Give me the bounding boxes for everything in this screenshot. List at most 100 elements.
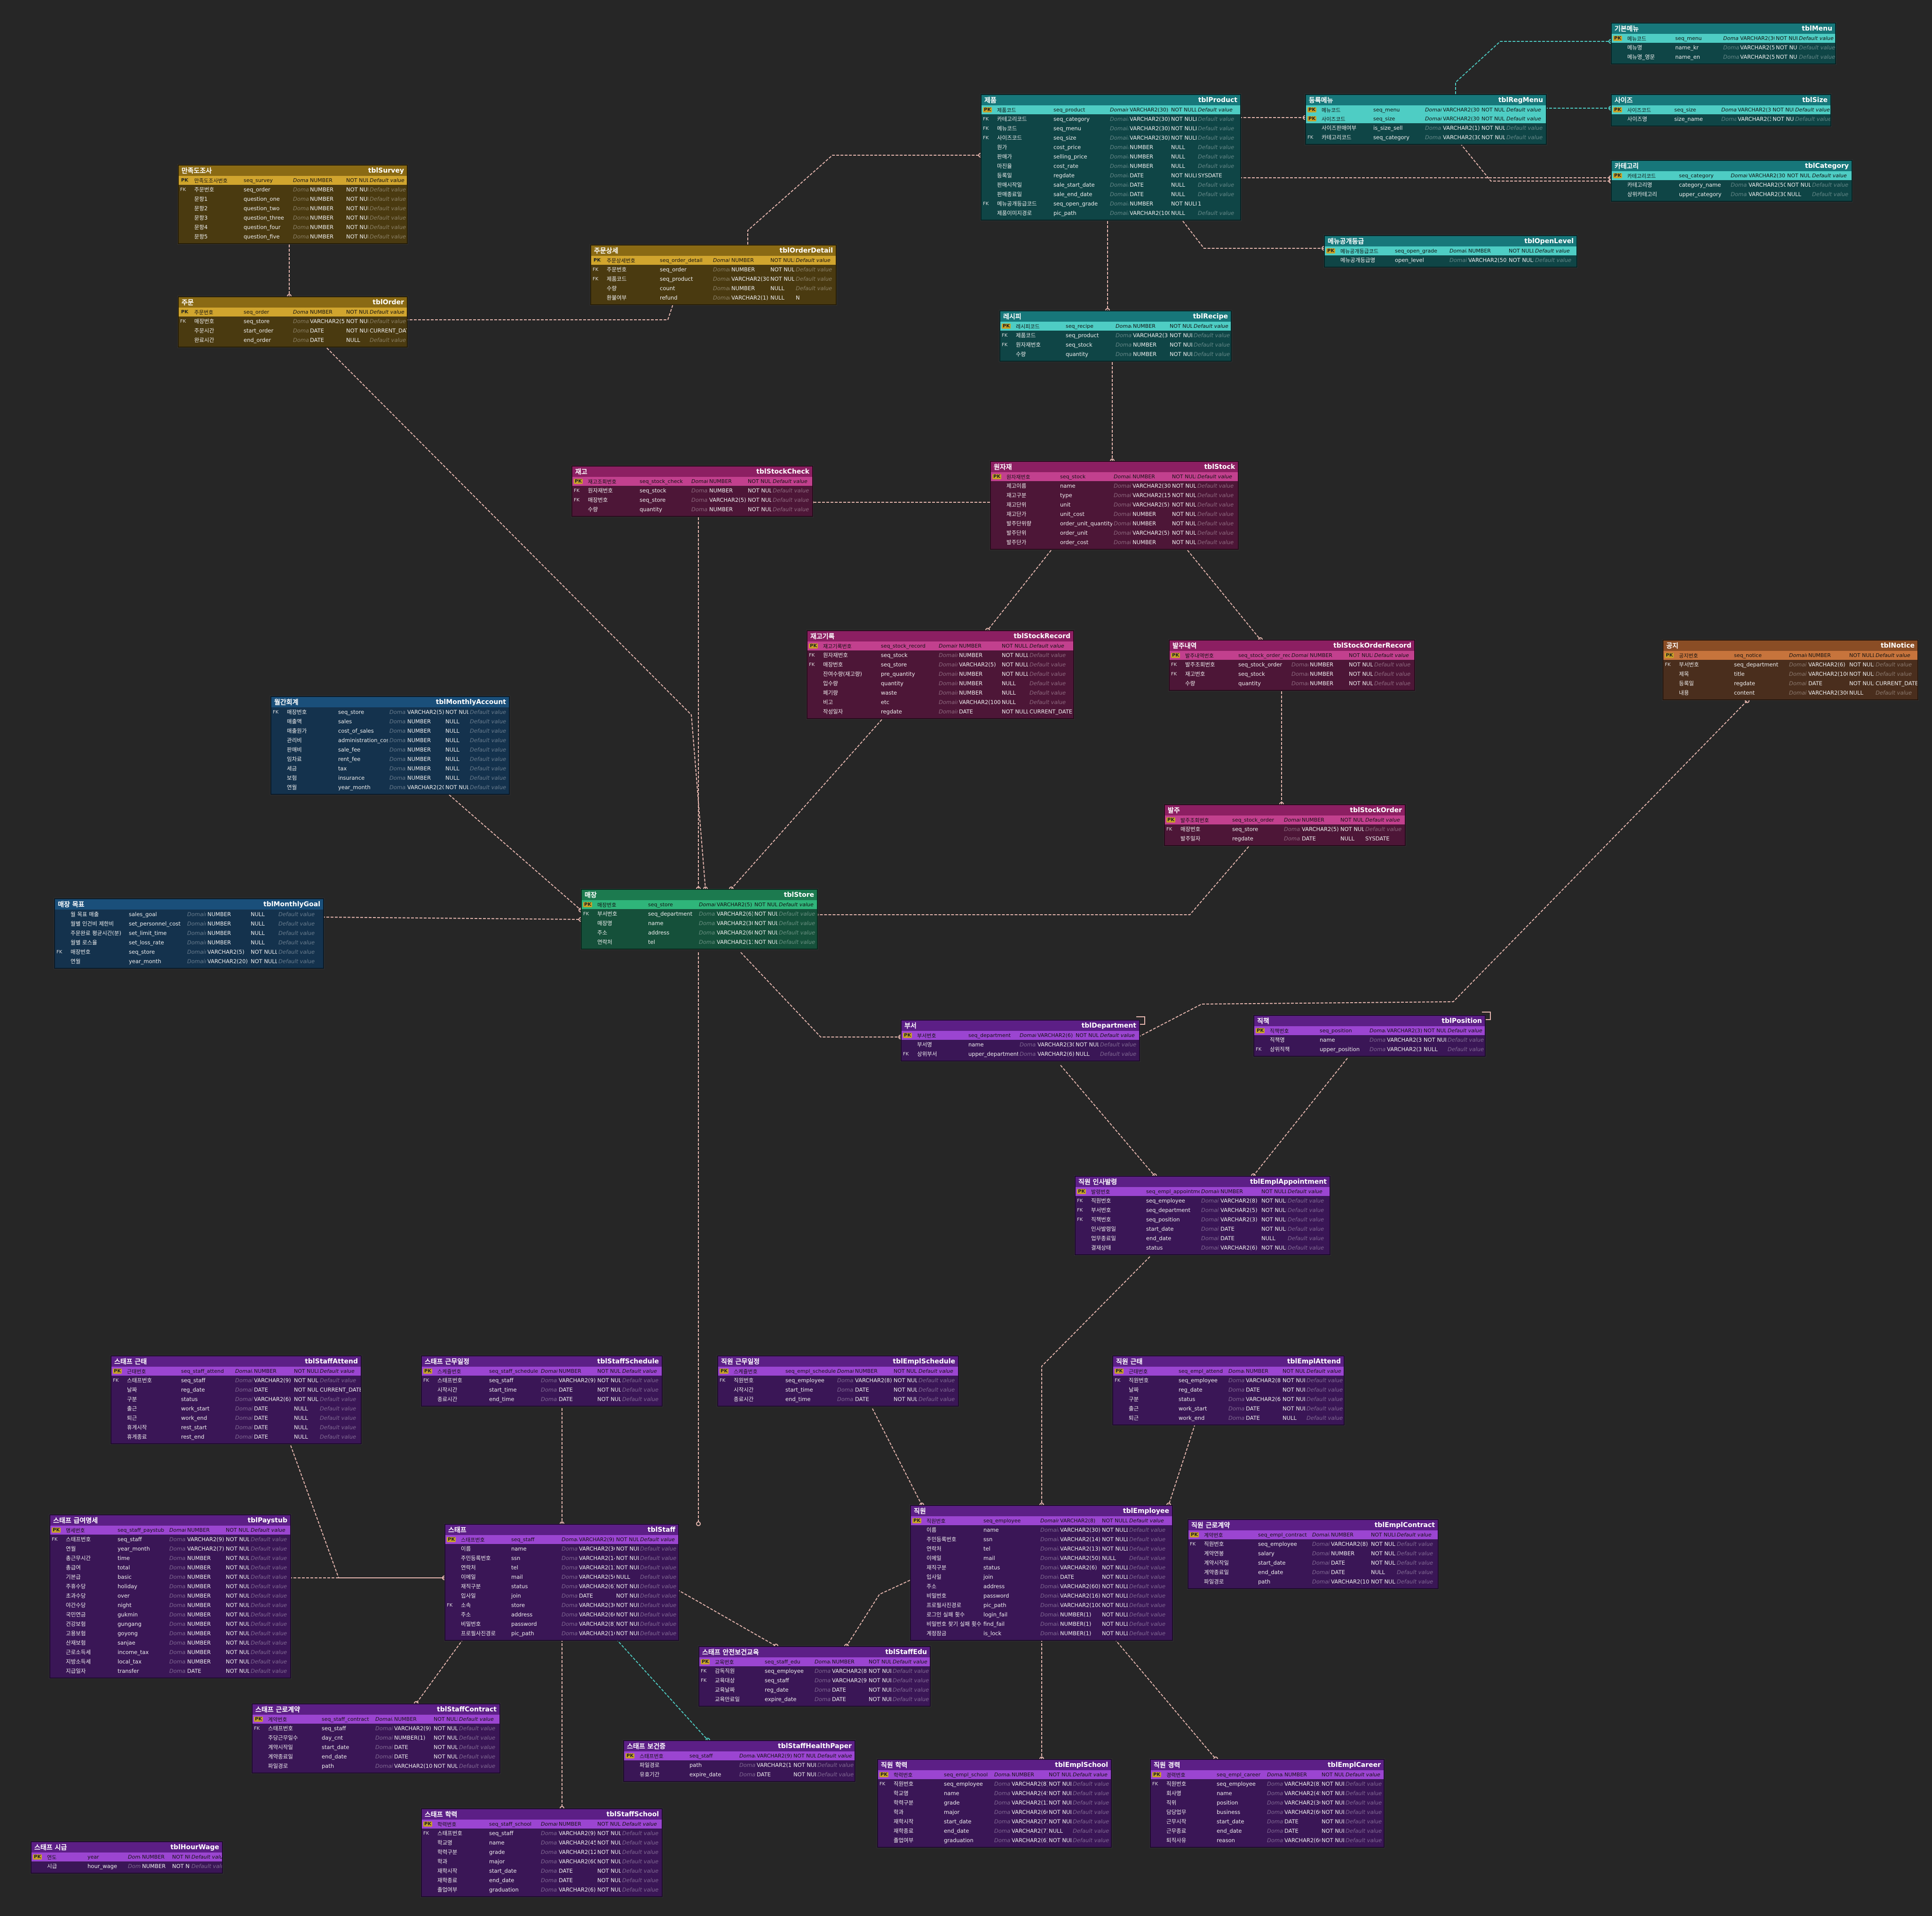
pk-domain: Domain: [939, 643, 958, 649]
table-title: 직원 근무일정: [721, 1358, 760, 1366]
column-logical-name: 구분: [1129, 1396, 1139, 1402]
column-default: Default value: [1029, 689, 1066, 696]
column-domain: Domain: [541, 1886, 557, 1893]
column-domain: Domain: [562, 1630, 578, 1637]
column-domain: Domain: [562, 1602, 578, 1608]
table-title: 스태프 급여명세: [53, 1517, 98, 1525]
pk-badge: PK: [50, 1528, 64, 1533]
table-tblSurvey[interactable]: 만족도조사tblSurveyPK만족도조사번호seq_surveyDomainN…: [178, 165, 408, 244]
table-tblHourWage[interactable]: 스태프 시급tblHourWagePK연도yearDomainNUMBERNOT…: [31, 1841, 223, 1874]
table-tblMenu[interactable]: 기본메뉴tblMenuPK메뉴코드seq_menuDomainVARCHAR2(…: [1611, 23, 1836, 64]
table-title: 스태프 안전보건교육: [702, 1649, 759, 1656]
pk-column-name: seq_employee: [983, 1518, 1021, 1524]
pk-column-name: seq_staff_edu: [765, 1659, 800, 1665]
column-default: Default value: [1346, 1828, 1382, 1834]
table-tblRegMenu[interactable]: 등록메뉴tblRegMenuPK메뉴코드seq_menuDomainVARCHA…: [1305, 94, 1547, 145]
column-type: VARCHAR2(5): [1302, 826, 1339, 832]
table-tblPosition[interactable]: 직책tblPositionPK직책번호seq_positionDomainVAR…: [1253, 1015, 1486, 1057]
pk-type: NUMBER: [832, 1659, 855, 1665]
column-default: Default value: [320, 1396, 356, 1402]
table-title: 매장: [585, 892, 597, 899]
table-tblNotice[interactable]: 공지tblNoticePK공지번호seq_noticeDomainNUMBERN…: [1663, 640, 1918, 700]
column-domain: Domain: [375, 1753, 393, 1760]
table-tblStaff[interactable]: 스태프tblStaffPK스태프번호seq_staffDomainVARCHAR…: [444, 1524, 679, 1641]
column-default: Default value: [1194, 332, 1230, 339]
column-type: VARCHAR2(60): [579, 1611, 615, 1618]
rel-department-appointment: [1060, 1065, 1155, 1176]
column-notnull: NOT NULL: [1172, 520, 1196, 527]
column-default: Default value: [459, 1763, 496, 1769]
column-logical-name: 완료시간: [194, 337, 214, 343]
column-name: sale_end_date: [1053, 191, 1093, 198]
column-default: Default value: [1073, 1809, 1109, 1815]
column-notnull: NOT NULL: [793, 1771, 816, 1778]
table-tblDepartment[interactable]: 부서tblDepartmentPK부서번호seq_departmentDomai…: [901, 1020, 1140, 1061]
column-notnull: NULL: [445, 756, 459, 762]
column-name: login_fail: [983, 1611, 1008, 1618]
column-domain: Domain: [187, 911, 206, 918]
column-type: VARCHAR2(1): [731, 294, 768, 301]
column-default: Default value: [1812, 191, 1849, 198]
column-default: Default value: [1073, 1837, 1109, 1844]
table-tblStore[interactable]: 매장tblStorePK매장번호seq_storeDomainVARCHAR2(…: [581, 889, 818, 950]
column-name: sales: [338, 718, 352, 725]
column-type: VARCHAR2(100): [394, 1763, 432, 1769]
pk-domain: Domain: [1425, 116, 1441, 122]
column-notnull: NOT NULL: [748, 506, 771, 513]
column-type: VARCHAR2(8): [855, 1377, 892, 1384]
column-default: Default value: [370, 318, 406, 325]
pk-default: Default value: [1365, 817, 1400, 823]
table-tblStock[interactable]: 원자재tblStockPK원자재번호seq_stockDomainNUMBERN…: [990, 461, 1239, 550]
column-default: Default value: [640, 1621, 677, 1627]
table-tblSize[interactable]: 사이즈tblSizePK사이즈코드seq_sizeDomainVARCHAR2(…: [1611, 94, 1831, 127]
column-logical-name: 스태프번호: [437, 1830, 462, 1837]
column-notnull: NOT NULL: [1002, 652, 1028, 658]
column-notnull: NOT NULL: [597, 1886, 621, 1893]
column-type: NUMBER: [187, 1639, 211, 1646]
pk-column-name: seq_staff_contract: [322, 1716, 369, 1722]
column-domain: Domain: [389, 709, 406, 715]
table-tblOrder[interactable]: 주문tblOrderPK주문번호seq_orderDomainNUMBERNOT…: [178, 296, 408, 348]
table-tblRecipe[interactable]: 레시피tblRecipePK레시피코드seq_recipeDomainNUMBE…: [999, 310, 1232, 362]
rel-department-notice: [1138, 700, 1748, 1037]
table-title: 스태프 시급: [34, 1844, 67, 1852]
pk-default: Default value: [1506, 107, 1541, 113]
column-domain: Domain: [939, 661, 958, 668]
column-name: is_lock: [983, 1630, 1002, 1637]
column-default: Default value: [1799, 44, 1835, 51]
table-tblCategory[interactable]: 카테고리tblCategoryPK카테고리코드seq_categoryDomai…: [1611, 160, 1853, 202]
column-row: 구분statusDomainVARCHAR2(6)NOT NULLDefault…: [111, 1394, 361, 1404]
